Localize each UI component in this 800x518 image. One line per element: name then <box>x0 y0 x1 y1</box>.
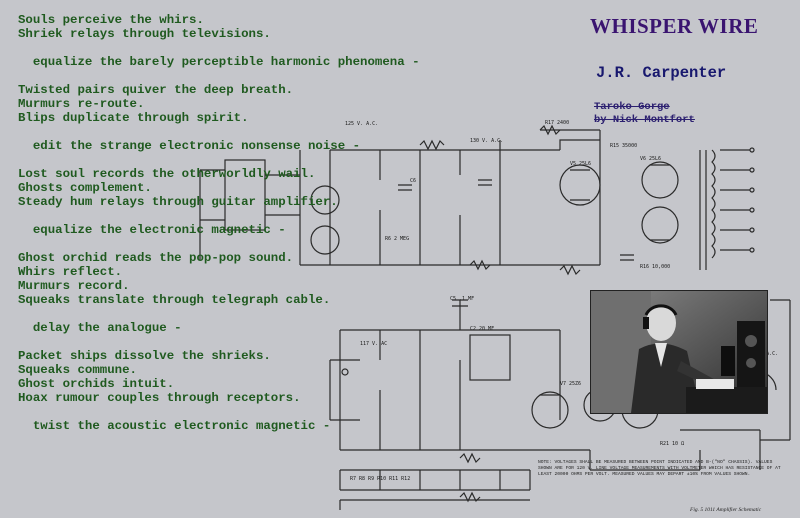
credit-line-1[interactable]: Taroko Gorge <box>594 101 670 113</box>
poem-line: Steady hum relays through guitar amplifi… <box>18 195 338 209</box>
credit-line-2[interactable]: by Nick Montfort <box>594 114 695 126</box>
svg-text:C2 20 MF: C2 20 MF <box>470 326 494 332</box>
svg-text:V7 25Z6: V7 25Z6 <box>560 381 581 387</box>
poem-line: Souls perceive the whirs. <box>18 13 204 27</box>
poem: Souls perceive the whirs.Shriek relays t… <box>18 13 458 433</box>
poem-line: Packet ships dissolve the shrieks. <box>18 349 271 363</box>
credit-link[interactable]: Taroko Gorge by Nick Montfort <box>594 101 695 127</box>
poem-line: edit the strange electronic nonsense noi… <box>18 139 361 153</box>
schematic-caption: Fig. 5 1011 Amplifier Schematic <box>690 507 762 513</box>
stanza-gap <box>18 307 458 321</box>
svg-text:130 V. A.C.: 130 V. A.C. <box>470 138 503 144</box>
poem-line: equalize the barely perceptible harmonic… <box>18 55 420 69</box>
stanza-gap <box>18 237 458 251</box>
svg-text:R17 2400: R17 2400 <box>545 120 569 126</box>
stanza-gap <box>18 69 458 83</box>
stanza-gap <box>18 41 458 55</box>
svg-text:R16 10,000: R16 10,000 <box>640 264 670 270</box>
poem-line: Squeaks commune. <box>18 363 137 377</box>
svg-text:R7 R8 R9 R10 R11 R12: R7 R8 R9 R10 R11 R12 <box>350 476 410 482</box>
svg-text:V6 25L6: V6 25L6 <box>640 156 661 162</box>
stanza-gap <box>18 209 458 223</box>
poem-title: WHISPER WIRE <box>590 14 759 38</box>
stanza-gap <box>18 125 458 139</box>
svg-text:C5 .1 MF: C5 .1 MF <box>450 296 474 302</box>
poem-line: Twisted pairs quiver the deep breath. <box>18 83 294 97</box>
poem-line: Blips duplicate through spirit. <box>18 111 249 125</box>
svg-text:V5 25L6: V5 25L6 <box>570 161 591 167</box>
poem-line: Ghost orchids intuit. <box>18 377 175 391</box>
schematic-note: NOTE: VOLTAGES SHALL BE MEASURED BETWEEN… <box>538 460 781 477</box>
svg-text:117 V. AC: 117 V. AC <box>360 341 387 347</box>
svg-text:R21 10 Ω: R21 10 Ω <box>660 441 684 447</box>
stanza-gap <box>18 153 458 167</box>
poem-line: Squeaks translate through telegraph cabl… <box>18 293 331 307</box>
svg-text:125 V. A.C.: 125 V. A.C. <box>345 121 378 127</box>
poem-line: Whirs reflect. <box>18 265 123 279</box>
poem-line: Murmurs re-route. <box>18 97 145 111</box>
stanza-gap <box>18 335 458 349</box>
poem-line: Lost soul records the otherworldly wail. <box>18 167 316 181</box>
poem-line: Shriek relays through televisions. <box>18 27 271 41</box>
poem-line: Murmurs record. <box>18 279 130 293</box>
poem-line: delay the analogue - <box>18 321 182 335</box>
man-with-headphones-photo <box>590 290 768 414</box>
stanza-gap <box>18 405 458 419</box>
svg-text:R6 2 MEG: R6 2 MEG <box>385 236 409 242</box>
svg-text:R15 35000: R15 35000 <box>610 143 637 149</box>
author-name: J.R. Carpenter <box>596 64 727 82</box>
poem-line: Ghost orchid reads the pop-pop sound. <box>18 251 294 265</box>
poem-line: equalize the electronic magnetic - <box>18 223 286 237</box>
poem-line: twist the acoustic electronic magnetic - <box>18 419 331 433</box>
poem-line: Hoax rumour couples through receptors. <box>18 391 301 405</box>
svg-text:C6: C6 <box>410 178 416 184</box>
poem-line: Ghosts complement. <box>18 181 152 195</box>
